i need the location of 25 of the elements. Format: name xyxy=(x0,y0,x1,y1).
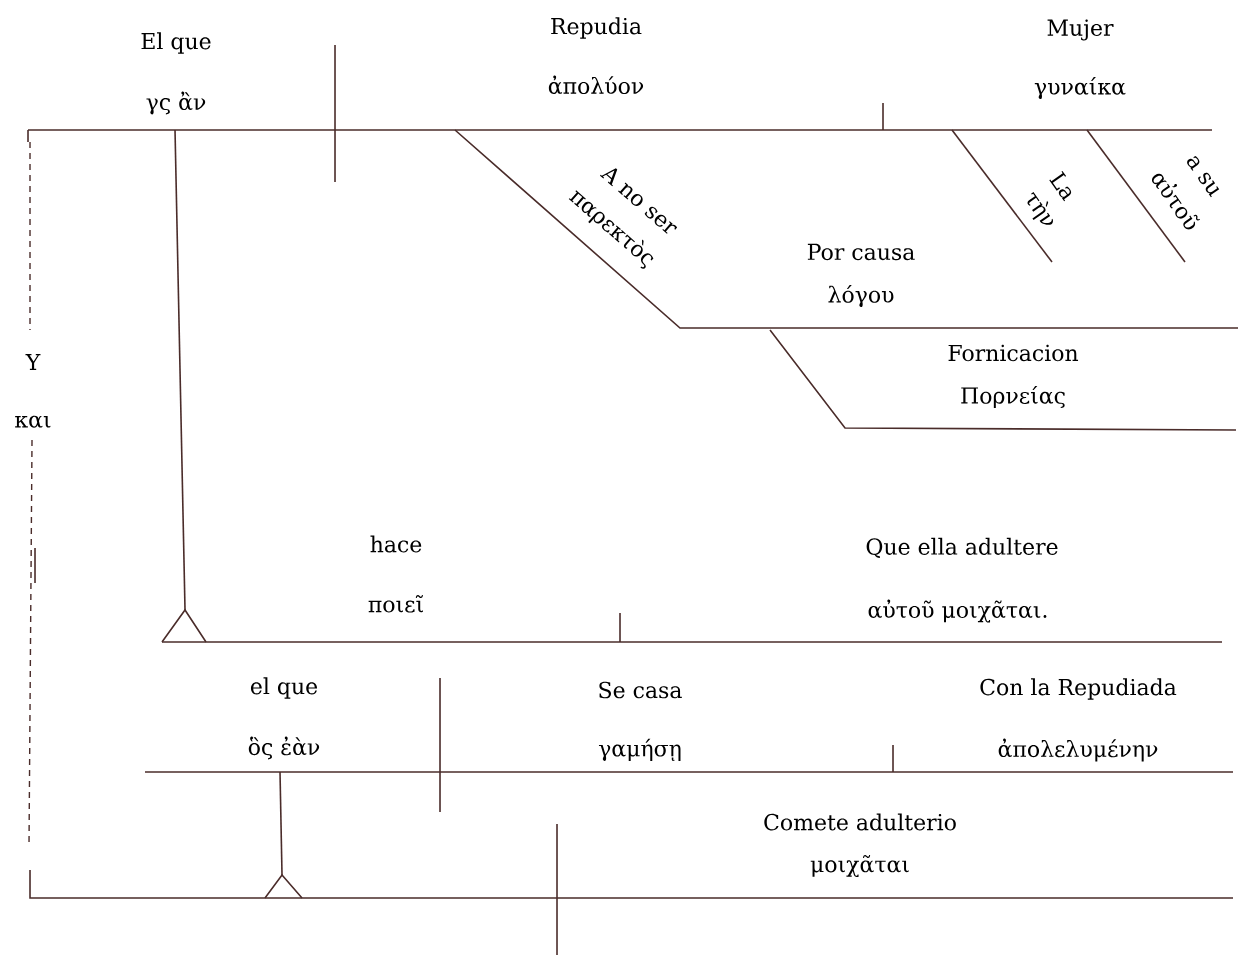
word-label: ἀπολύον xyxy=(548,75,644,95)
word-label: ποιεῖ xyxy=(368,595,423,613)
word-label: μοιχᾶται xyxy=(810,855,909,877)
word-label: ὃς ἐὰν xyxy=(248,736,320,760)
word-label: Con la Repudiada xyxy=(980,678,1177,700)
word-label: El que xyxy=(141,32,211,54)
word-label: Repudia xyxy=(551,17,642,39)
word-label: Por causa xyxy=(807,243,915,261)
word-label: Mujer xyxy=(1047,19,1114,41)
word-label: αὐτοῦ μοιχᾶται. xyxy=(868,599,1047,623)
word-label: γυναίκα xyxy=(1034,76,1126,100)
word-label: Se casa xyxy=(599,681,682,699)
word-label: γαμήσῃ xyxy=(598,738,681,761)
word-label: Comete adulterio xyxy=(764,813,956,831)
word-label: el que xyxy=(250,677,318,699)
word-label: Que ella adultere xyxy=(866,537,1058,559)
word-label: a su xyxy=(1187,156,1220,198)
word-label: ἀπολελυμένην xyxy=(998,738,1158,762)
word-label: γς ἂν xyxy=(146,91,206,115)
word-label: λόγου xyxy=(828,284,894,308)
word-label: Y xyxy=(25,353,41,370)
word-label: Fornicacion xyxy=(948,344,1079,362)
word-label: hace xyxy=(370,535,422,553)
word-label: και xyxy=(15,415,51,428)
word-label: Πορνείας xyxy=(961,385,1065,409)
